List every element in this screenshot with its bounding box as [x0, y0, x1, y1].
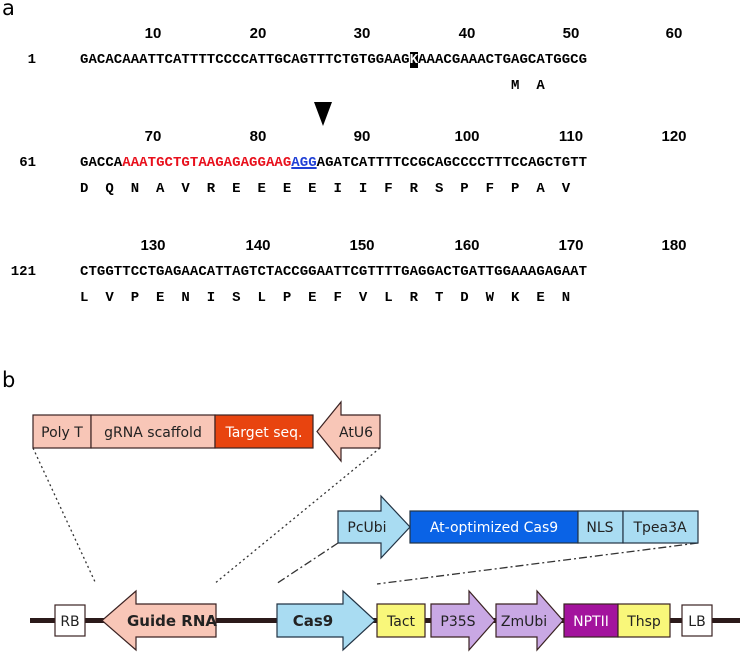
cas9-cassette: PcUbi At-optimized Cas9 NLS Tpea3A: [337, 494, 699, 560]
position-tick: 70: [144, 128, 162, 145]
position-tick: 50: [562, 25, 580, 42]
position-tick: 40: [458, 25, 476, 42]
row-number: 61: [19, 155, 36, 171]
position-tick: 180: [661, 237, 687, 254]
zmubi-promoter-arrow: [495, 589, 564, 652]
dna-sequence: CTGGTTCCTGAGAACATTAGTCTACCGGAATTCGTTTTGA…: [80, 264, 588, 280]
position-tick: 130: [140, 237, 166, 254]
nptii-label: NPTII: [573, 614, 609, 630]
lb-label: LB: [688, 614, 705, 630]
target-seq-label: Target seq.: [224, 425, 302, 441]
thsp-label: Thsp: [626, 614, 661, 630]
thsp-box: [617, 603, 671, 638]
target-sequence: AAATGCTGTAAGAGAGGAAG: [122, 155, 292, 171]
tact-box: [376, 603, 426, 638]
tact-label: Tact: [386, 614, 416, 630]
rb-label: RB: [60, 614, 79, 630]
pam-sequence: AGG: [291, 155, 317, 171]
pcubi-label: PcUbi: [347, 520, 386, 536]
position-tick: 30: [353, 25, 371, 42]
panel-b-letter: b: [2, 368, 16, 392]
lb-border-box: [681, 604, 713, 637]
cas9-cds-label: At-optimized Cas9: [430, 520, 558, 536]
rb-border-box: [54, 604, 86, 637]
amino-acid-sequence: M A: [80, 78, 545, 94]
position-tick: 100: [454, 128, 480, 145]
t-dna-backbone: RB Guide RNA Cas9 Tact P35S ZmUbi NPTII …: [30, 589, 740, 652]
zoom-guide-dashdot: [275, 542, 339, 585]
position-tick: 90: [353, 128, 371, 145]
zoom-guide-dotted: [32, 447, 97, 585]
p35s-label: P35S: [440, 614, 475, 630]
guide-rna-label: Guide RNA: [127, 612, 217, 630]
cas9-arrow: [276, 589, 376, 652]
position-tick: 80: [249, 128, 267, 145]
pcubi-promoter-arrow: [337, 494, 411, 560]
position-tick: 150: [349, 237, 375, 254]
poly-t-label: Poly T: [41, 425, 83, 441]
position-tick: 110: [558, 128, 584, 145]
position-tick: 170: [558, 237, 584, 254]
zoom-guide-dotted: [213, 447, 381, 585]
panel-a-letter: a: [2, 0, 15, 20]
dna-sequence: GACCAAAATGCTGTAAGAGAGGAAGAGGAGATCATTTTCC…: [80, 155, 587, 171]
sequence-segment: AAACGAAACTGAGCATGGCG: [418, 52, 588, 68]
grna-scaffold-label: gRNA scaffold: [104, 425, 202, 441]
position-tick: 120: [661, 128, 687, 145]
amino-acid-sequence: D Q N A V R E E E E I I F R S P F P A V: [80, 181, 571, 197]
position-tick: 60: [665, 25, 683, 42]
sequence-segment: GACCA: [80, 155, 123, 171]
position-tick: 20: [249, 25, 267, 42]
cut-site-arrowhead-icon: [314, 102, 332, 126]
position-tick: 160: [454, 237, 480, 254]
position-tick: 140: [245, 237, 271, 254]
nls-box: [577, 510, 624, 544]
target-seq-box: [214, 414, 314, 449]
row-number: 1: [27, 52, 36, 68]
zmubi-label: ZmUbi: [501, 614, 547, 630]
position-tick: 10: [144, 25, 162, 42]
guide-rna-arrow: [101, 589, 217, 652]
amino-acid-sequence: L V P E N I S L P E F V L R T D W K E N: [80, 290, 571, 306]
nls-label: NLS: [586, 520, 613, 536]
sequence-segment: AGATCATTTTCCGCAGCCCCTTTCCAGCTGTT: [316, 155, 588, 171]
tpea3a-box: [622, 510, 699, 544]
sequence-segment: GACACAAATTCATTTTCCCCATTGCAGTTTCTGTGGAAG: [80, 52, 410, 68]
p35s-promoter-arrow: [430, 589, 496, 652]
grna-cassette: Poly T gRNA scaffold Target seq. AtU6: [32, 400, 381, 463]
atu6-promoter-arrow: [316, 400, 381, 463]
dna-sequence: GACACAAATTCATTTTCCCCATTGCAGTTTCTGTGGAAGK…: [80, 52, 587, 68]
zoom-guide-dashdot: [376, 542, 699, 585]
tpea3a-label: Tpea3A: [632, 520, 687, 536]
at-optimized-cas9-box: [409, 510, 579, 544]
ambiguous-base-highlight: K: [409, 52, 419, 68]
atu6-label: AtU6: [339, 425, 373, 441]
cas9-label: Cas9: [293, 612, 334, 630]
row-number: 121: [10, 264, 36, 280]
